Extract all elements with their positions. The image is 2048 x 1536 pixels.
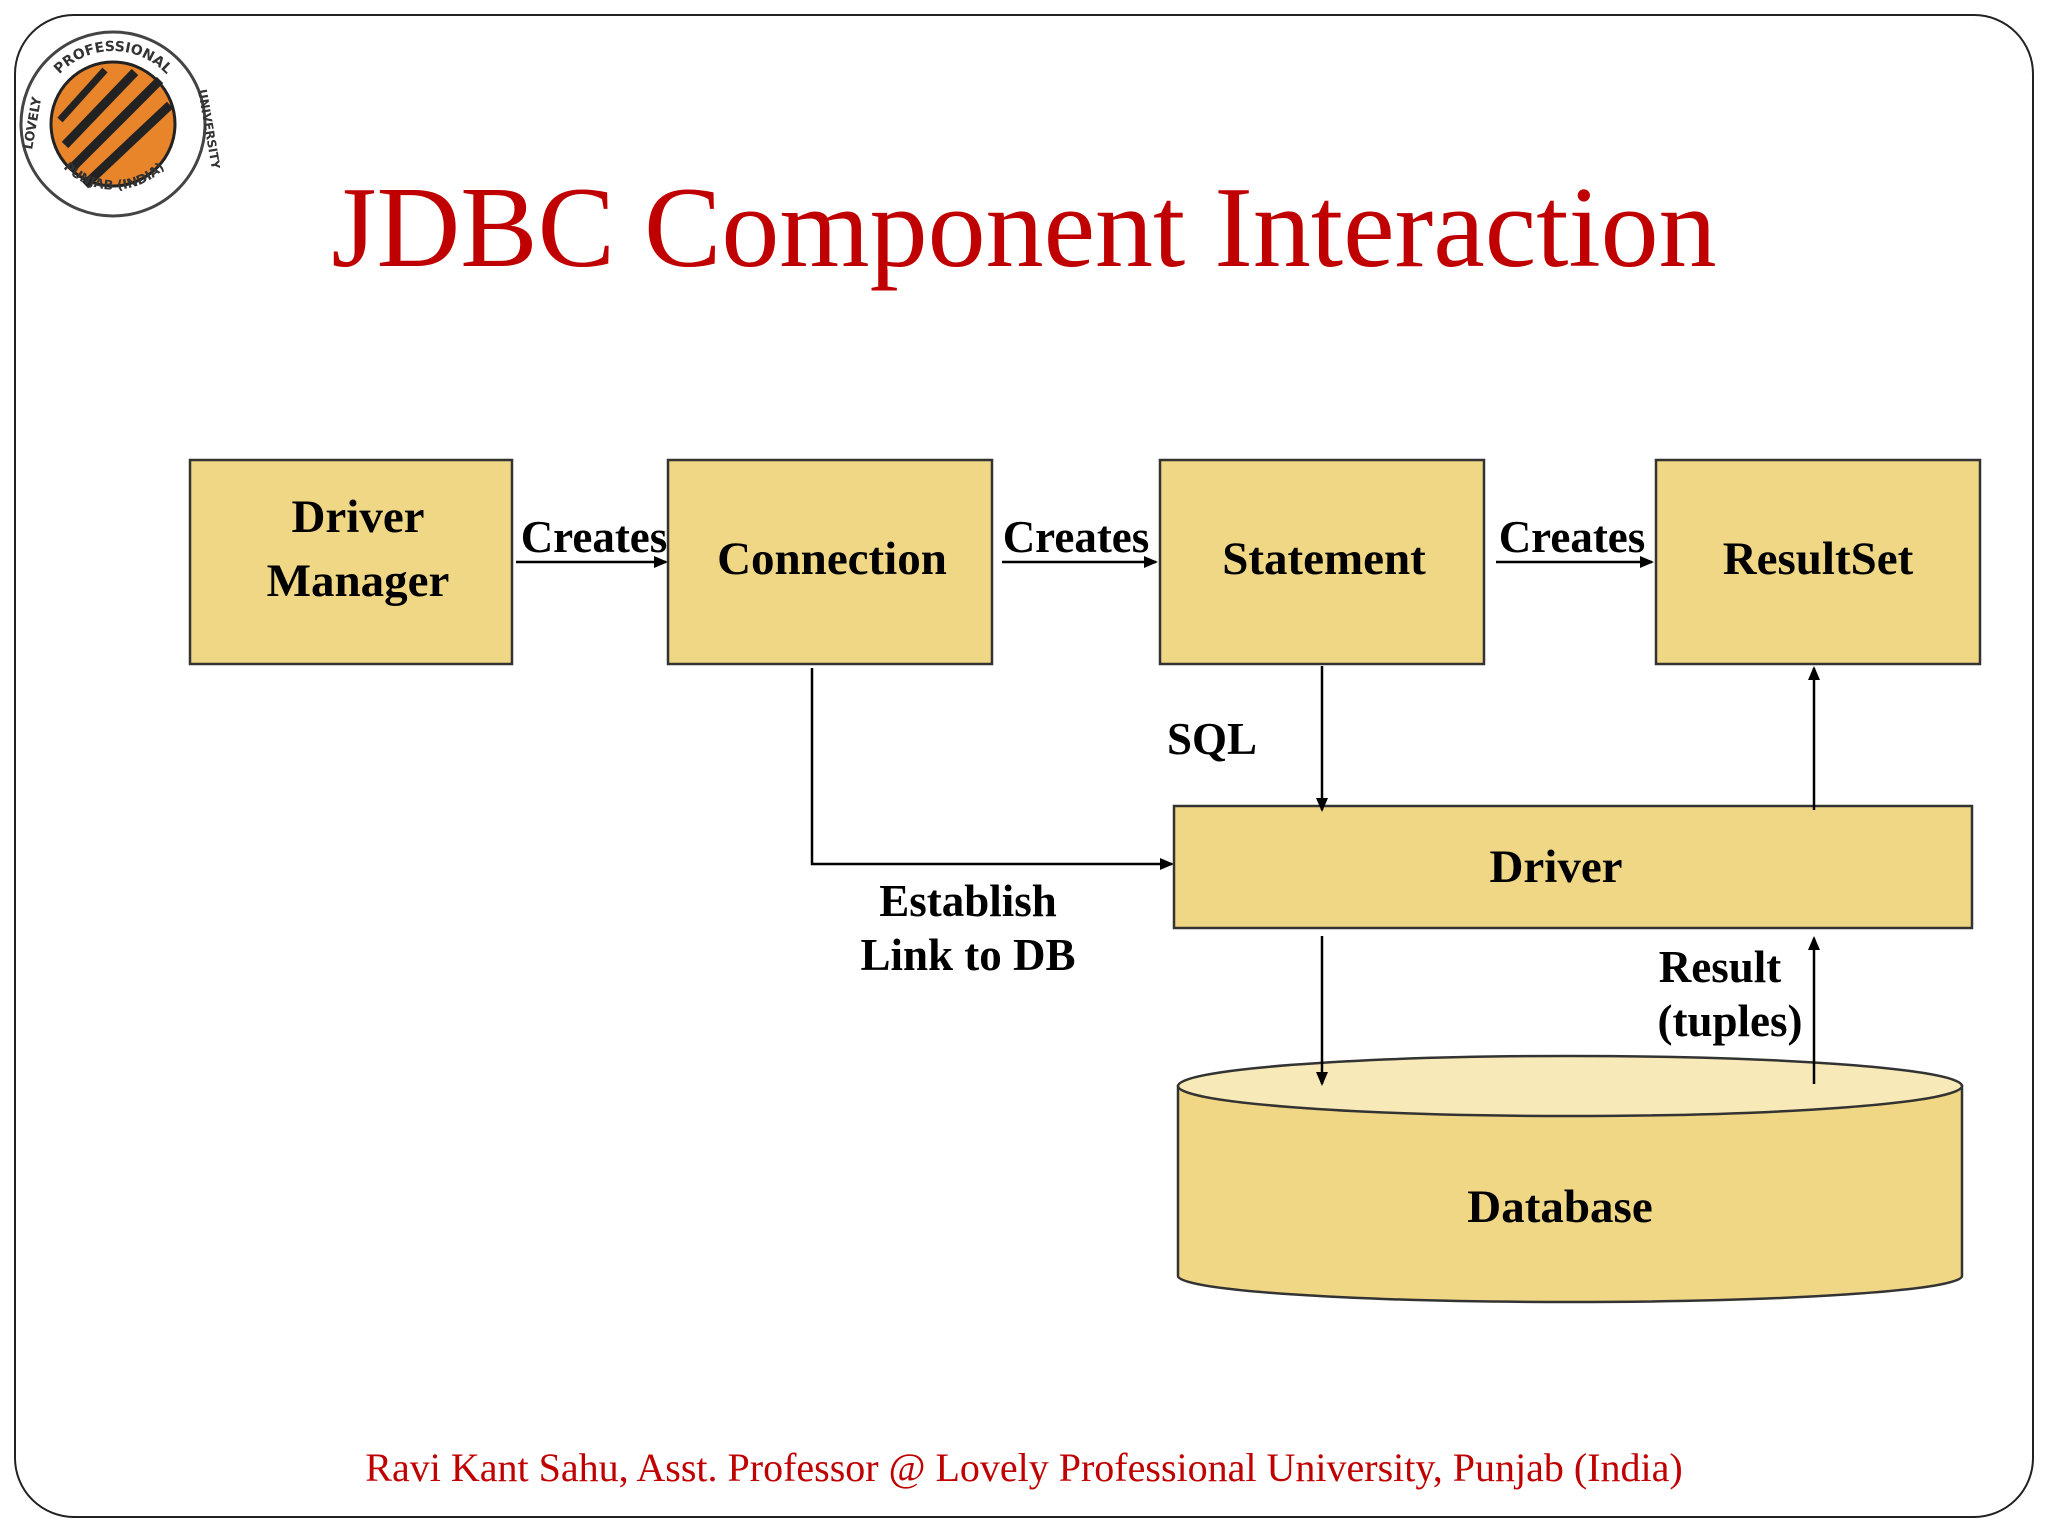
statement-label: Statement [1222, 533, 1426, 585]
node-connection: Connection [666, 458, 994, 666]
database-label: Database [1467, 1181, 1652, 1233]
edge-label-result-line-1: Result [1659, 942, 1782, 992]
node-database: Database [1176, 1054, 1964, 1304]
driver-manager-line-1: Driver [291, 491, 424, 543]
slide-title: JDBC Component Interaction [331, 164, 1717, 292]
edge-connection-to-driver: Establish Link to DB [810, 668, 1174, 980]
node-resultset: ResultSet [1654, 458, 1982, 666]
edge-statement-to-driver: SQL [1167, 666, 1328, 812]
edge-label-sql: SQL [1167, 714, 1257, 764]
edge-dm-to-connection: Creates [516, 512, 668, 568]
edge-database-to-driver: Result (tuples) [1658, 936, 1820, 1084]
edge-label-result-line-2: (tuples) [1658, 996, 1803, 1046]
node-driver-manager: Driver Manager [188, 458, 514, 666]
edge-label-establish-line-2: Link to DB [860, 930, 1075, 980]
edge-label-creates-3: Creates [1499, 512, 1646, 562]
edge-connection-to-statement: Creates [1002, 512, 1158, 568]
node-driver: Driver [1172, 804, 1974, 930]
slide-footer: Ravi Kant Sahu, Asst. Professor @ Lovely… [365, 1445, 1683, 1490]
edge-label-creates-2: Creates [1003, 512, 1150, 562]
node-statement: Statement [1158, 458, 1486, 666]
edge-label-establish-line-1: Establish [879, 876, 1057, 926]
edge-statement-to-resultset: Creates [1496, 512, 1654, 568]
edge-label-creates-1: Creates [521, 512, 668, 562]
driver-manager-line-2: Manager [267, 555, 450, 607]
resultset-label: ResultSet [1723, 533, 1914, 585]
driver-label: Driver [1489, 841, 1622, 893]
university-logo: PROFESSIONAL PUNJAB (INDIA) LOVELY UNIVE… [19, 30, 220, 218]
connection-label: Connection [717, 533, 947, 585]
